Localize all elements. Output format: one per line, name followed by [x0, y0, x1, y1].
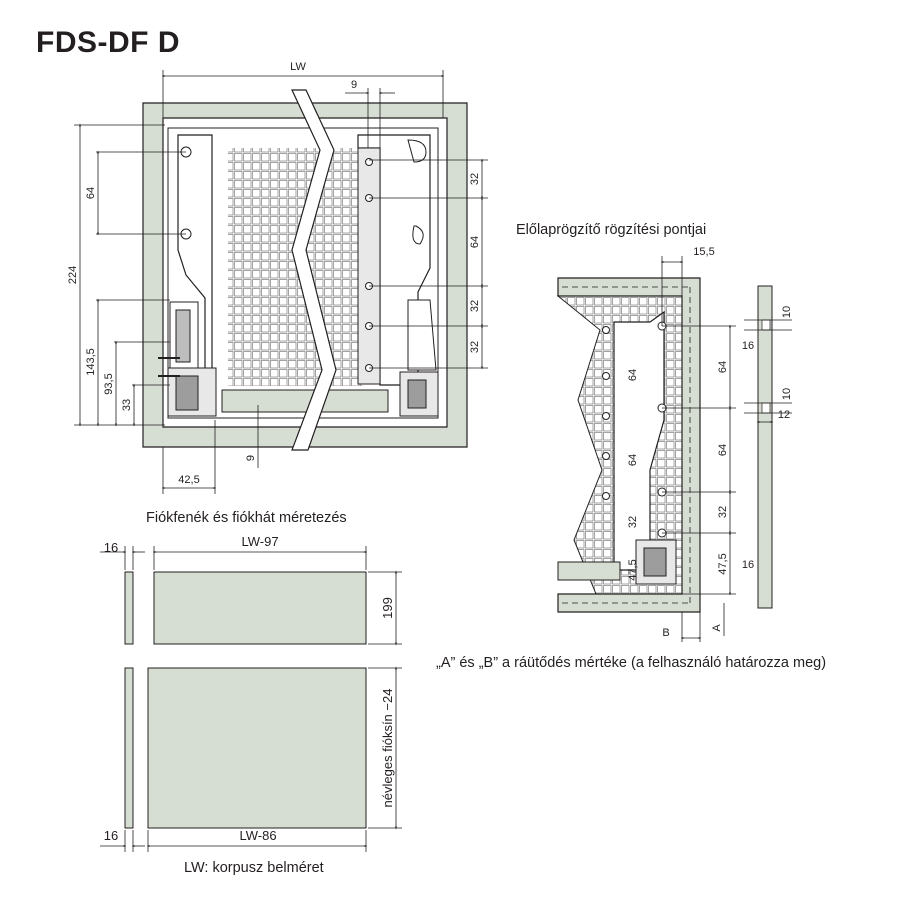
dim-9-bottom: 9 — [245, 455, 257, 461]
dim-143-5: 143,5 — [85, 348, 97, 376]
dim-12: 12 — [778, 409, 790, 421]
caption-bottom-back: Fiókfenék és fiókhát méretezés — [146, 510, 347, 526]
dim-right-32b: 32 — [469, 300, 481, 312]
dim-15-5: 15,5 — [693, 246, 714, 258]
back-side-strip-upper — [124, 571, 134, 645]
front-fixing-detail — [556, 277, 773, 613]
left-runner-mechanism — [158, 301, 217, 417]
dim-lw-97: LW-97 — [241, 534, 278, 549]
side-bottom-panel — [557, 561, 621, 581]
dim-inner-64b: 64 — [627, 454, 639, 466]
front-fixing-plate — [357, 147, 381, 385]
drawer-bottom-panel-large — [147, 667, 367, 829]
dim-10-upper: 10 — [781, 306, 793, 318]
main-dimension-labels: LW 9 224 64 143,5 93,5 33 42,5 9 32 64 3… — [67, 61, 481, 486]
panel-dimension-labels: LW-97 16 199 névleges fióksín −24 LW-86 … — [104, 534, 395, 843]
drawer-panels — [124, 571, 367, 829]
side-dimension-lines — [660, 256, 792, 642]
dim-right-64: 64 — [469, 236, 481, 248]
cabinet-front-view — [142, 89, 468, 451]
dim-9-top: 9 — [351, 79, 357, 91]
dim-side-47-5: 47,5 — [717, 553, 729, 574]
caption-ab-note: „A” és „B” a ráütődés mértéke (a felhasz… — [436, 655, 827, 671]
right-hook-bottom — [412, 225, 424, 245]
dim-nominal-slide: névleges fióksín −24 — [380, 689, 395, 808]
dim-side-32: 32 — [717, 506, 729, 518]
dim-right-32a: 32 — [469, 173, 481, 185]
break-line — [291, 89, 337, 451]
main-dimension-lines — [74, 70, 488, 494]
dim-inner-64a: 64 — [627, 369, 639, 381]
dim-lw: LW — [290, 61, 306, 73]
dim-side-64a: 64 — [717, 361, 729, 373]
front-panel-strip — [757, 285, 773, 609]
dim-33: 33 — [121, 399, 133, 411]
dim-a: A — [711, 624, 723, 632]
dim-16-upper: 16 — [742, 340, 754, 352]
caption-front-fixing: Előlaprögzítő rögzítési pontjai — [516, 222, 707, 238]
cabinet-frame — [142, 102, 468, 448]
dim-199: 199 — [380, 597, 395, 619]
dim-10-lower: 10 — [781, 388, 793, 400]
left-drawer-side — [177, 134, 213, 386]
dim-224: 224 — [67, 266, 79, 284]
dim-16-lower: 16 — [742, 559, 754, 571]
dim-64-left: 64 — [85, 187, 97, 199]
side-dimension-labels: 15,5 64 64 32 47,5 64 64 32 47,5 16 16 1… — [627, 246, 793, 639]
dim-inner-32: 32 — [627, 516, 639, 528]
dim-side-64b: 64 — [717, 444, 729, 456]
drawer-mesh — [228, 148, 363, 386]
dim-lw-86: LW-86 — [239, 828, 276, 843]
product-title: FDS-DF D — [36, 26, 180, 59]
dim-16-bottom: 16 — [104, 828, 118, 843]
dim-b: B — [662, 627, 669, 639]
drawer-back-panel — [153, 571, 367, 645]
caption-lw-note: LW: korpusz belméret — [184, 860, 324, 876]
panel-dimension-lines — [100, 546, 402, 852]
dim-42-5: 42,5 — [178, 474, 199, 486]
right-runner-mechanism — [399, 299, 439, 417]
bottom-side-strip-lower — [124, 667, 134, 829]
drawer-bottom-panel — [221, 389, 389, 413]
dim-right-32c: 32 — [469, 341, 481, 353]
dim-16-back: 16 — [104, 540, 118, 555]
dim-inner-47-5: 47,5 — [627, 559, 639, 580]
dim-93-5: 93,5 — [103, 373, 115, 394]
right-hook-top — [407, 139, 427, 163]
